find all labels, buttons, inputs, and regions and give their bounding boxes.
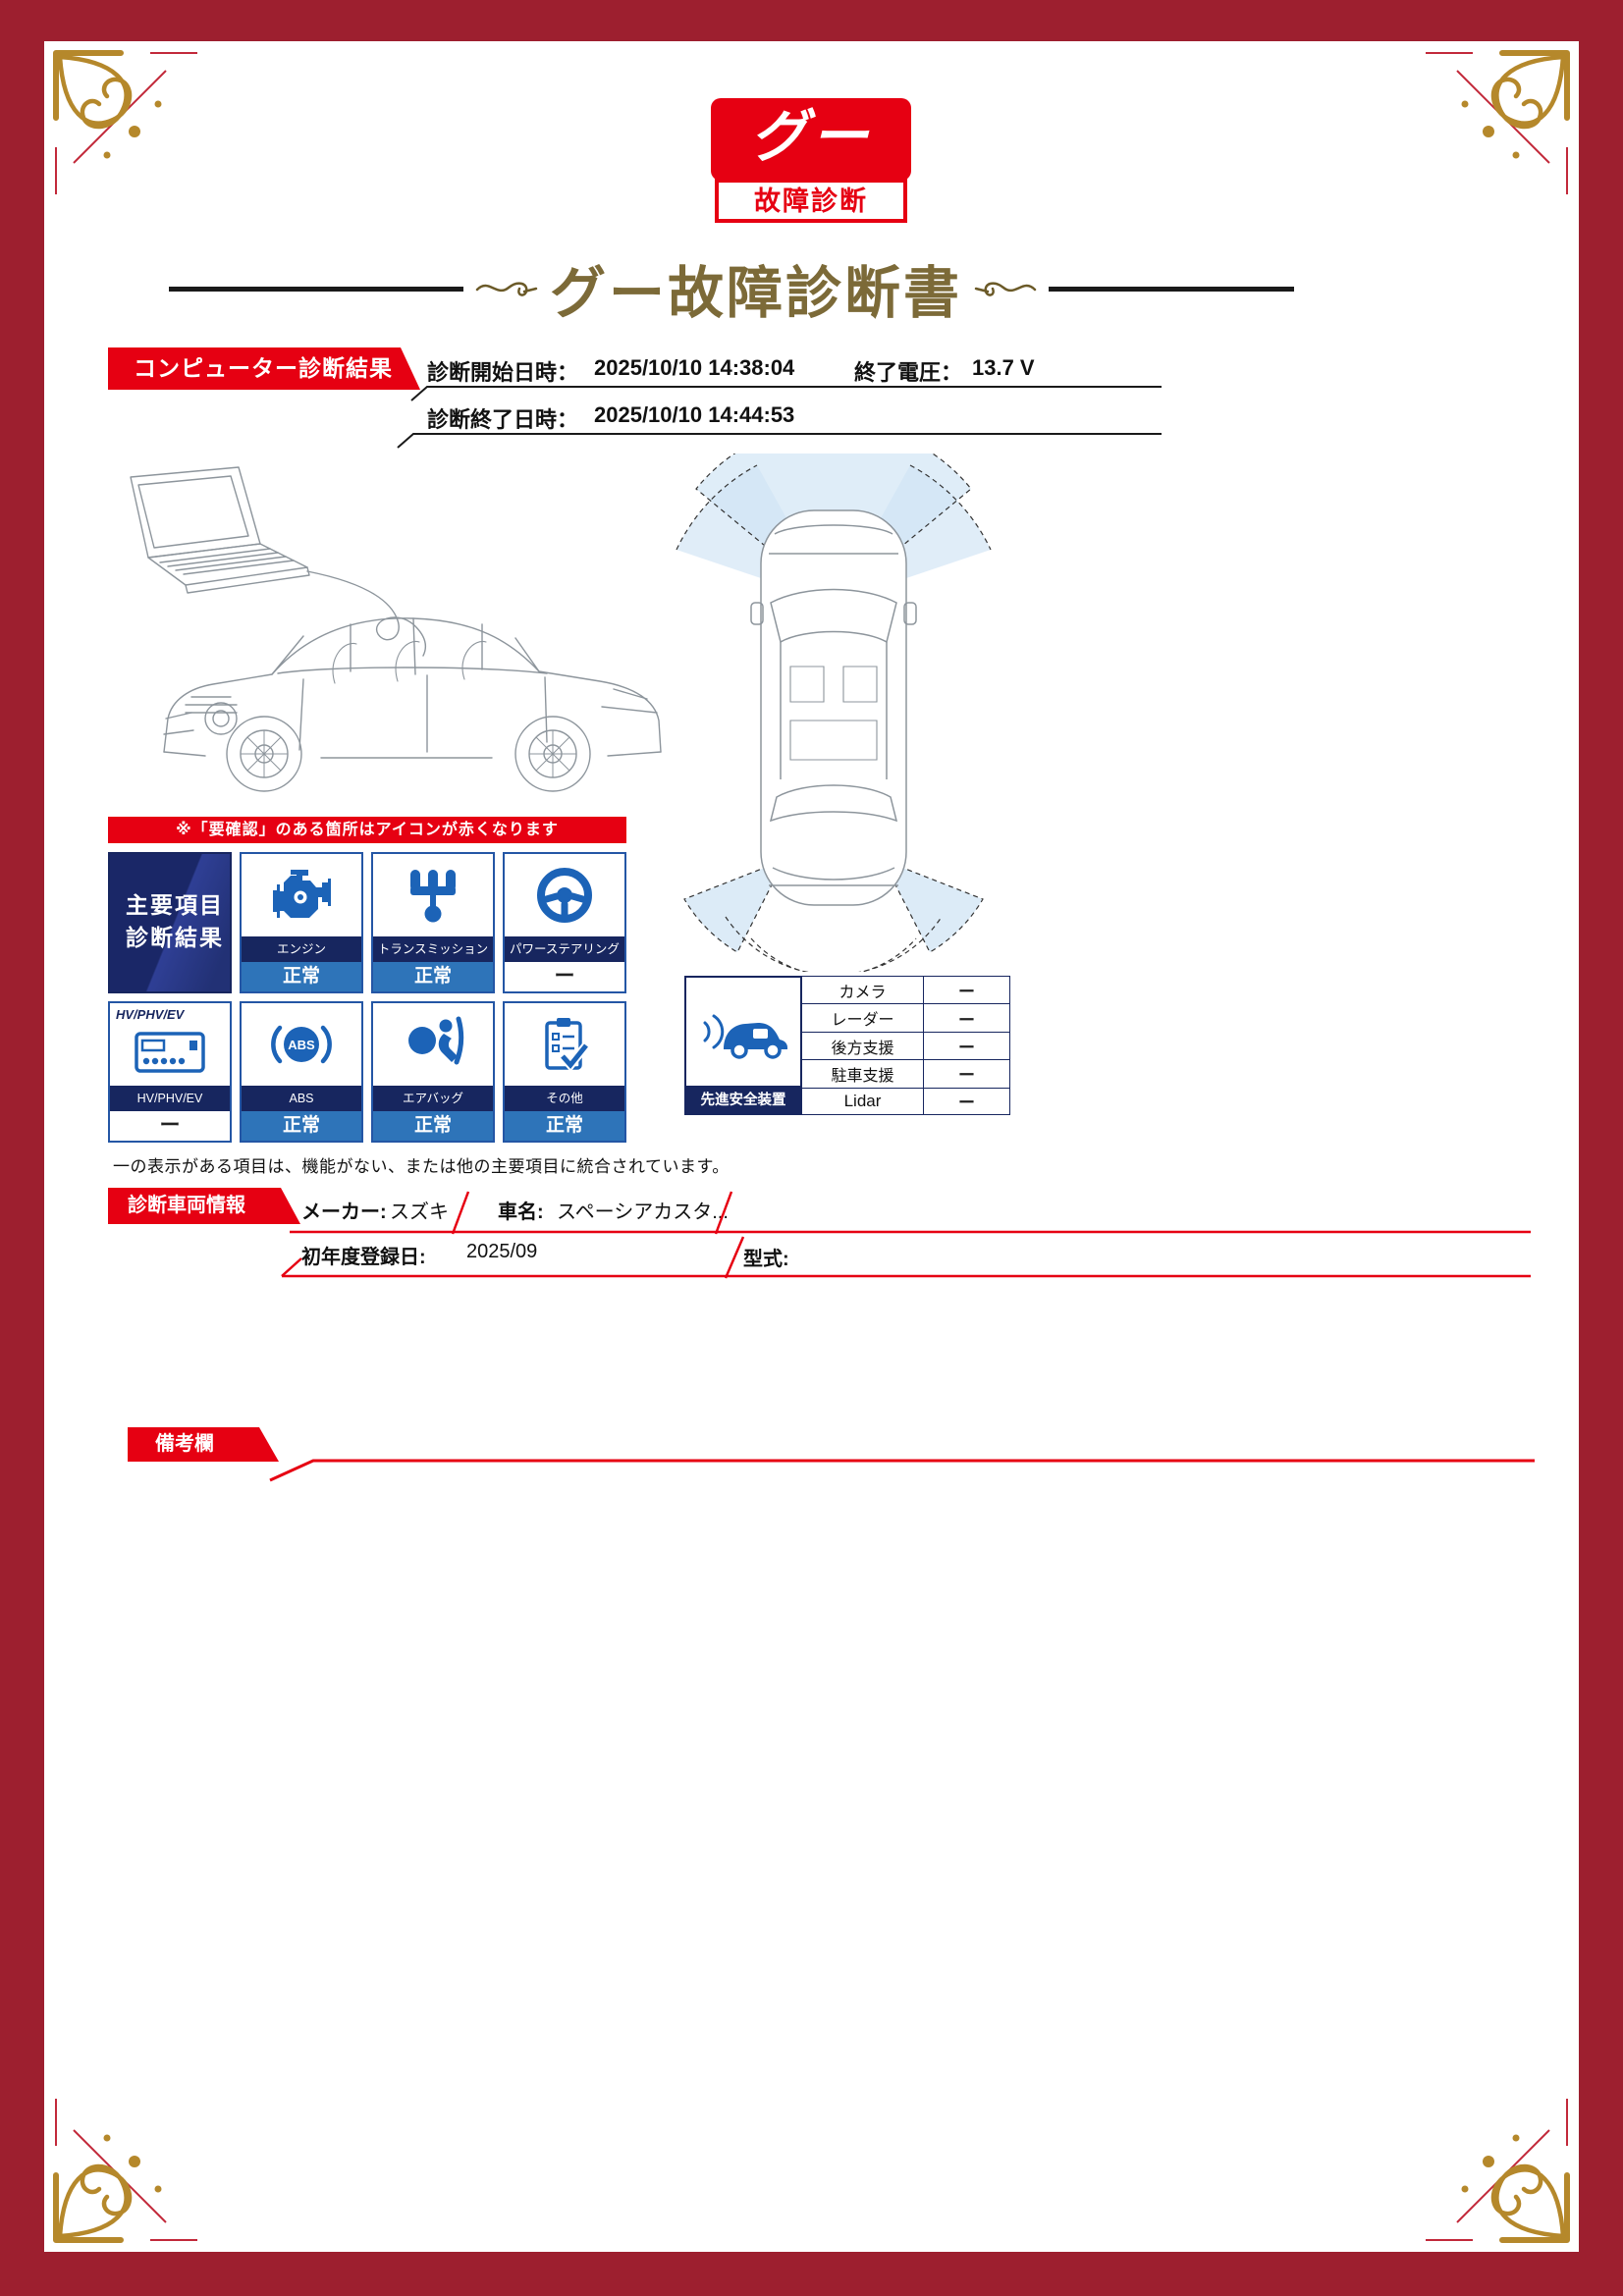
main-results-header-cell: 主要項目 診断結果 — [108, 852, 232, 993]
engine-status: 正常 — [242, 962, 361, 991]
safety-value-rear-support: ー — [924, 1031, 1010, 1060]
abs-status: 正常 — [242, 1111, 361, 1141]
main-results-grid: 主要項目 診断結果 エンジン 正常 — [108, 852, 626, 1143]
attention-notice-bar: ※「要確認」のある箇所はアイコンが赤くなります — [108, 817, 626, 843]
remarks-banner: 備考欄 — [128, 1427, 279, 1462]
abs-label: ABS — [242, 1086, 361, 1111]
vehicle-info-rule-lines — [281, 1191, 1531, 1279]
car-name-value: スペーシアカスタ... — [557, 1201, 729, 1223]
safety-row-camera: カメラ ー — [802, 976, 1010, 1004]
result-cell-abs: ABS ABS 正常 — [240, 1001, 363, 1143]
page-title: グー故障診断書 — [550, 262, 962, 325]
title-flourish-right — [974, 282, 1037, 296]
safety-row-radar: レーダー ー — [802, 1003, 1010, 1032]
airbag-status: 正常 — [373, 1111, 493, 1141]
abs-icon: ABS — [271, 1025, 332, 1064]
diagnosis-start-label: 診断開始日時： — [427, 360, 579, 385]
other-checklist-icon — [545, 1018, 590, 1072]
safety-label-radar: レーダー — [802, 1003, 924, 1032]
power-steering-icon — [537, 868, 592, 923]
title-rule-right — [1049, 286, 1294, 292]
airbag-icon — [408, 1016, 464, 1065]
end-voltage-value: 13.7 V — [972, 355, 1035, 380]
hv-phv-ev-icon — [135, 1032, 205, 1073]
main-results-header-line2: 診断結果 — [126, 925, 224, 951]
registration-value: 2025/09 — [466, 1241, 538, 1262]
abs-icon-text: ABS — [288, 1038, 315, 1052]
results-footnote: 一の表示がある項目は、機能がない、または他の主要項目に統合されています。 — [113, 1157, 730, 1176]
other-status: 正常 — [505, 1111, 624, 1141]
safety-value-lidar: ー — [924, 1087, 1010, 1116]
laptop-car-illustration — [130, 466, 662, 792]
result-cell-engine: エンジン 正常 — [240, 852, 363, 993]
title-rule-left — [169, 286, 463, 292]
goo-logo-subtitle: 故障診断 — [715, 179, 907, 223]
safety-value-camera: ー — [924, 976, 1010, 1004]
result-cell-power-steering: パワーステアリング ー — [503, 852, 626, 993]
diagnosis-end-label: 診断終了日時： — [427, 407, 579, 432]
safety-car-icon — [703, 1014, 787, 1059]
registration-label: 初年度登録日: — [301, 1247, 426, 1268]
corner-ornament-top-left — [53, 50, 197, 194]
airbag-label: エアバッグ — [373, 1086, 493, 1111]
result-cell-airbag: エアバッグ 正常 — [371, 1001, 495, 1143]
safety-label-rear-support: 後方支援 — [802, 1031, 924, 1060]
hv-phv-ev-label: HV/PHV/EV — [110, 1086, 230, 1111]
document-title-row: グー故障診断書 — [103, 253, 1360, 325]
main-results-header-line1: 主要項目 — [126, 892, 224, 918]
safety-row-parking-support: 駐車支援 ー — [802, 1059, 1010, 1088]
advanced-safety-caption: 先進安全装置 — [684, 1086, 802, 1115]
corner-ornament-bottom-right — [1426, 2099, 1570, 2243]
hv-phv-ev-icon-text: HV/PHV/EV — [116, 1007, 185, 1022]
advanced-safety-table: 先進安全装置 カメラ ー レーダー ー 後方支援 ー 駐車支援 ー — [684, 976, 1010, 1116]
safety-label-lidar: Lidar — [802, 1087, 924, 1116]
safety-value-parking-support: ー — [924, 1059, 1010, 1088]
top-view-car-illustration — [676, 454, 992, 972]
report-page: グー 故障診断 グー故障診断書 コンピューター診断結果 診断開始日時： 2025… — [44, 41, 1579, 2252]
car-name-label: 車名: — [498, 1201, 544, 1223]
computer-diagnosis-banner: コンピューター診断結果 — [108, 347, 420, 390]
power-steering-status: ー — [505, 962, 624, 991]
safety-label-camera: カメラ — [802, 976, 924, 1004]
goo-logo-text: グー — [711, 98, 911, 181]
transmission-status: 正常 — [373, 962, 493, 991]
diagnosis-start-value: 2025/10/10 14:38:04 — [594, 355, 795, 380]
safety-value-radar: ー — [924, 1003, 1010, 1032]
diagnosis-end-value: 2025/10/10 14:44:53 — [594, 402, 795, 427]
transmission-icon — [410, 870, 456, 923]
engine-label: エンジン — [242, 936, 361, 962]
result-cell-transmission: トランスミッション 正常 — [371, 852, 495, 993]
diagnosis-separator-line-2 — [397, 433, 1162, 449]
hv-phv-ev-status: ー — [110, 1111, 230, 1141]
power-steering-label: パワーステアリング — [505, 936, 624, 962]
corner-ornament-bottom-left — [53, 2099, 197, 2243]
end-voltage-label: 終了電圧： — [854, 360, 963, 385]
remarks-rule-line — [269, 1459, 1535, 1482]
maker-value: スズキ — [390, 1201, 449, 1223]
goo-logo: グー 故障診断 — [711, 98, 911, 223]
model-type-label: 型式: — [743, 1249, 789, 1270]
safety-row-lidar: Lidar ー — [802, 1087, 1010, 1116]
safety-row-rear-support: 後方支援 ー — [802, 1031, 1010, 1060]
result-cell-other: その他 正常 — [503, 1001, 626, 1143]
corner-ornament-top-right — [1426, 50, 1570, 194]
diagnosis-separator-line-1 — [410, 386, 1162, 401]
result-cell-hv-phv-ev: HV/PHV/EV HV/PHV/EV ー — [108, 1001, 232, 1143]
transmission-label: トランスミッション — [373, 936, 493, 962]
other-label: その他 — [505, 1086, 624, 1111]
maker-label: メーカー: — [301, 1201, 387, 1223]
title-flourish-left — [475, 282, 538, 296]
vehicle-info-banner: 診断車両情報 — [108, 1188, 300, 1224]
engine-icon — [273, 870, 331, 918]
safety-label-parking-support: 駐車支援 — [802, 1059, 924, 1088]
